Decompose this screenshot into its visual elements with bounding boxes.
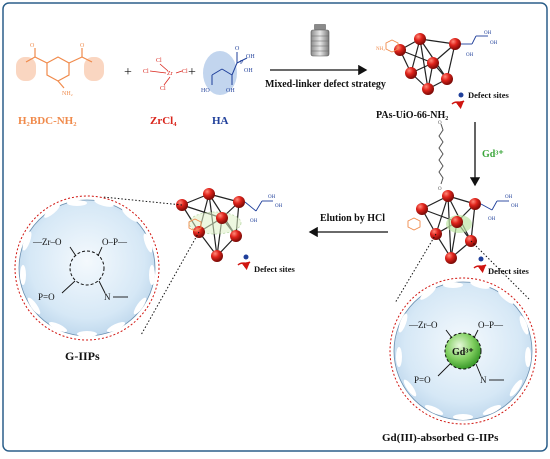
svg-text:OH: OH: [488, 217, 496, 222]
label-ha: HA: [212, 115, 229, 127]
h2bdc-highlight-left: [16, 57, 36, 81]
svg-text:—Zr–O: —Zr–O: [32, 237, 62, 247]
zoom-lines-left: [102, 196, 200, 336]
svg-text:OH: OH: [244, 68, 253, 74]
svg-text:OH: OH: [511, 204, 519, 209]
svg-text:Cl: Cl: [160, 86, 166, 92]
svg-text:NH₂: NH₂: [376, 47, 385, 52]
plus-sign-1: +: [124, 65, 132, 80]
ha-molecule: O P OH OH HO OH: [201, 46, 255, 94]
label-giips: G-IIPs: [65, 349, 100, 363]
plus-sign-2: +: [188, 65, 196, 80]
svg-text:OH: OH: [268, 195, 276, 200]
pas-uio66-cluster: NH₂ OH OH OH: [376, 31, 498, 110]
label-defect-top: Defect sites: [468, 90, 510, 100]
label-defect-mid: Defect sites: [488, 266, 530, 276]
svg-text:OH: OH: [246, 54, 255, 60]
zoom-circle-gd-absorbed: Gd³⁺ —Zr–O O–P— P=O N: [389, 277, 537, 425]
h2bdc-highlight-right: [84, 57, 104, 81]
svg-text:OH: OH: [250, 219, 258, 224]
h2bdc-molecule: O O NH₂: [16, 43, 104, 97]
svg-text:HO: HO: [201, 88, 210, 94]
zoom-lines-right: [394, 233, 531, 304]
label-zrcl4: ZrCl₄: [150, 115, 177, 127]
label-defect-left: Defect sites: [254, 264, 296, 274]
outer-frame: [2, 2, 548, 452]
svg-text:N: N: [104, 292, 111, 302]
label-gd-absorbed: Gd(III)-absorbed G-IIPs: [382, 432, 499, 444]
svg-text:Cl: Cl: [143, 69, 149, 75]
label-gd3: Gd³⁺: [482, 149, 504, 160]
reaction-vessel-icon: [310, 24, 330, 57]
svg-text:OH: OH: [505, 195, 513, 200]
svg-text:Gd³⁺: Gd³⁺: [452, 347, 474, 358]
svg-text:P=O: P=O: [38, 292, 55, 302]
svg-text:O: O: [235, 46, 240, 52]
svg-text:OH: OH: [226, 88, 235, 94]
label-h2bdc: H₂BDC-NH₂: [18, 115, 77, 127]
gd-loaded-cluster: Gd³⁺ OH OH OH: [407, 190, 519, 274]
zoom-circle-giips: —Zr–O O–P— P=O N: [14, 195, 160, 341]
glutaraldehyde-linker: O O: [438, 121, 444, 192]
giips-cluster: OH OH OH: [176, 188, 283, 271]
svg-text:O: O: [438, 121, 442, 126]
svg-text:OH: OH: [484, 31, 492, 36]
label-pas: PAs-UiO-66-NH₂: [376, 110, 448, 121]
svg-text:—Zr–O: —Zr–O: [408, 320, 438, 330]
svg-text:OH: OH: [275, 204, 283, 209]
svg-text:O–P—: O–P—: [102, 237, 128, 247]
h2bdc-ring: [46, 56, 70, 82]
chem-nh2: NH₂: [62, 91, 73, 97]
svg-text:O–P—: O–P—: [478, 320, 504, 330]
svg-text:N: N: [480, 375, 487, 385]
chem-o-left: O: [30, 43, 35, 49]
chem-o-right: O: [80, 43, 85, 49]
svg-text:Cl: Cl: [182, 69, 188, 75]
svg-text:O: O: [438, 187, 442, 192]
svg-text:P=O: P=O: [414, 375, 431, 385]
svg-text:P: P: [240, 60, 244, 66]
label-elution: Elution by HCl: [320, 213, 385, 224]
svg-text:Zr: Zr: [167, 71, 173, 77]
zrcl4-molecule: Cl Cl Zr Cl Cl: [143, 58, 188, 92]
svg-text:Cl: Cl: [156, 58, 162, 64]
svg-text:OH: OH: [490, 41, 498, 46]
label-strategy: Mixed-linker defect strategy: [265, 79, 386, 90]
svg-text:OH: OH: [466, 53, 474, 58]
